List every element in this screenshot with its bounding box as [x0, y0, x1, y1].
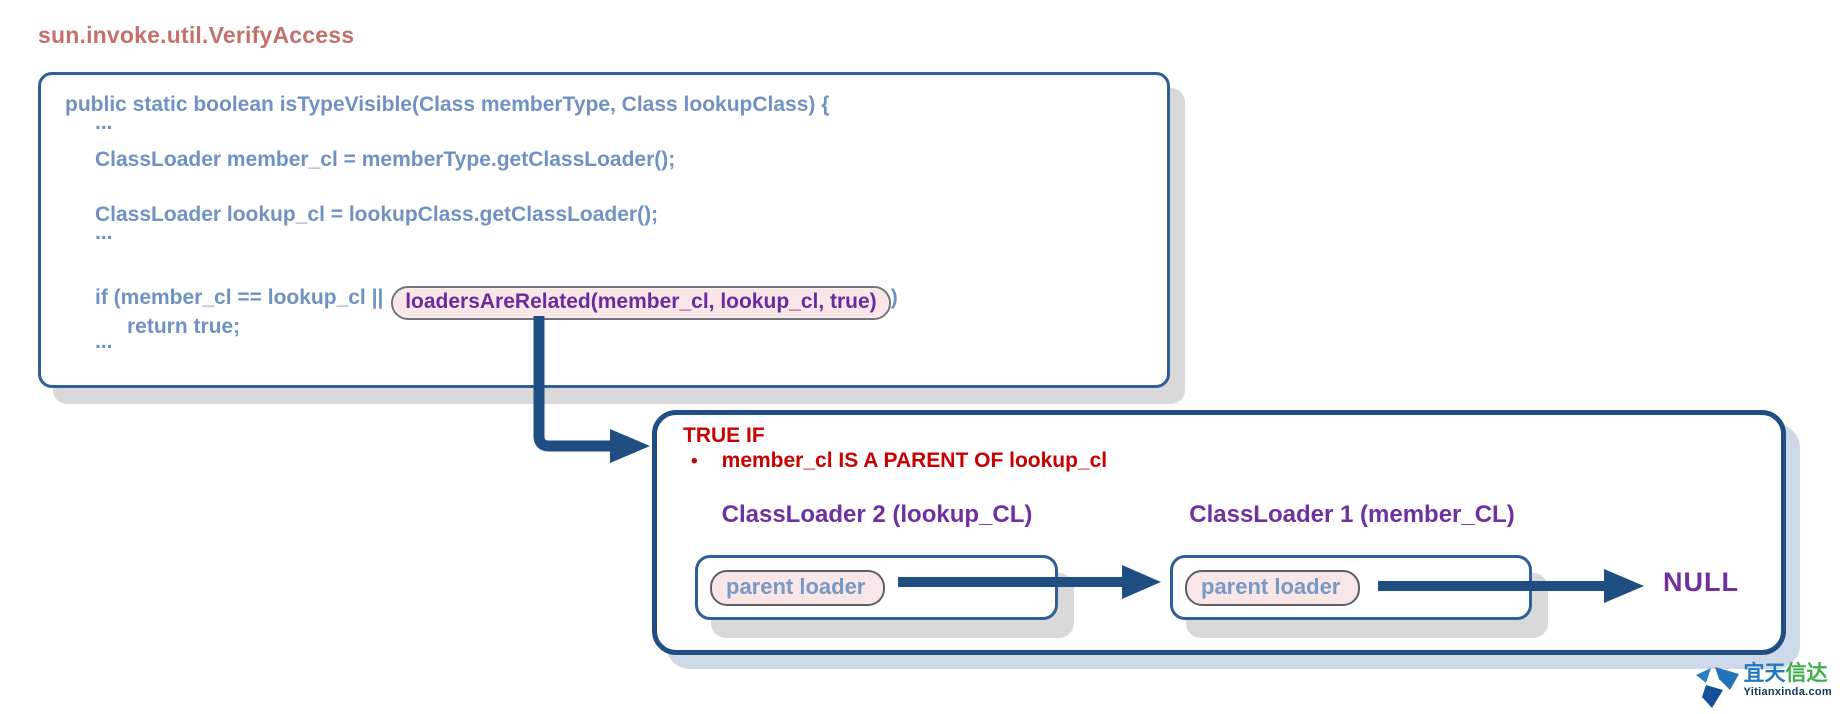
- true-if-heading: TRUE IF: [683, 424, 765, 447]
- classloader-2-box: parent loader: [695, 555, 1058, 620]
- true-if-bullet: • member_cl IS A PARENT OF lookup_cl: [691, 449, 1107, 473]
- code-line-ellipsis: ...: [95, 221, 113, 244]
- watermark-text: 宜天信达 Yitianxinda.com: [1744, 662, 1832, 698]
- if-condition-suffix: ): [890, 286, 898, 309]
- bullet-icon: •: [691, 451, 698, 472]
- code-line-lookup-cl: ClassLoader lookup_cl = lookupClass.getC…: [95, 203, 659, 226]
- code-line-member-cl: ClassLoader member_cl = memberType.getCl…: [95, 148, 676, 171]
- brand-name-green: 信达: [1785, 662, 1828, 685]
- yitianxinda-logo-icon: [1695, 667, 1739, 708]
- parent-loader-field: parent loader: [1185, 570, 1361, 606]
- brand-name-blue: 宜天: [1743, 662, 1786, 685]
- code-line-signature: public static boolean isTypeVisible(Clas…: [65, 93, 830, 116]
- classloader-1-title: ClassLoader 1 (member_CL): [1189, 501, 1515, 528]
- code-panel: public static boolean isTypeVisible(Clas…: [38, 72, 1170, 388]
- loaders-are-related-highlight: loadersAreRelated(member_cl, lookup_cl, …: [391, 286, 891, 320]
- code-line-ellipsis: ...: [95, 111, 113, 134]
- code-line-ellipsis: ...: [95, 330, 113, 353]
- if-condition-prefix: if (member_cl == lookup_cl ||: [95, 286, 390, 309]
- classloader-2-title: ClassLoader 2 (lookup_CL): [721, 501, 1033, 528]
- parent-loader-field: parent loader: [710, 570, 886, 606]
- classloader-1-box: parent loader: [1170, 555, 1532, 620]
- watermark-logo: 宜天信达 Yitianxinda.com: [1694, 662, 1832, 710]
- brand-domain: Yitianxinda.com: [1743, 686, 1832, 698]
- code-line-return: return true;: [127, 315, 241, 338]
- page-title: sun.invoke.util.VerifyAccess: [38, 22, 355, 48]
- code-line-if-condition: if (member_cl == lookup_cl || loadersAre…: [95, 286, 898, 320]
- true-if-panel: TRUE IF • member_cl IS A PARENT OF lookup…: [652, 410, 1786, 655]
- null-label: NULL: [1663, 567, 1739, 597]
- brand-name: 宜天信达: [1744, 662, 1828, 686]
- bullet-text: member_cl IS A PARENT OF lookup_cl: [721, 449, 1108, 472]
